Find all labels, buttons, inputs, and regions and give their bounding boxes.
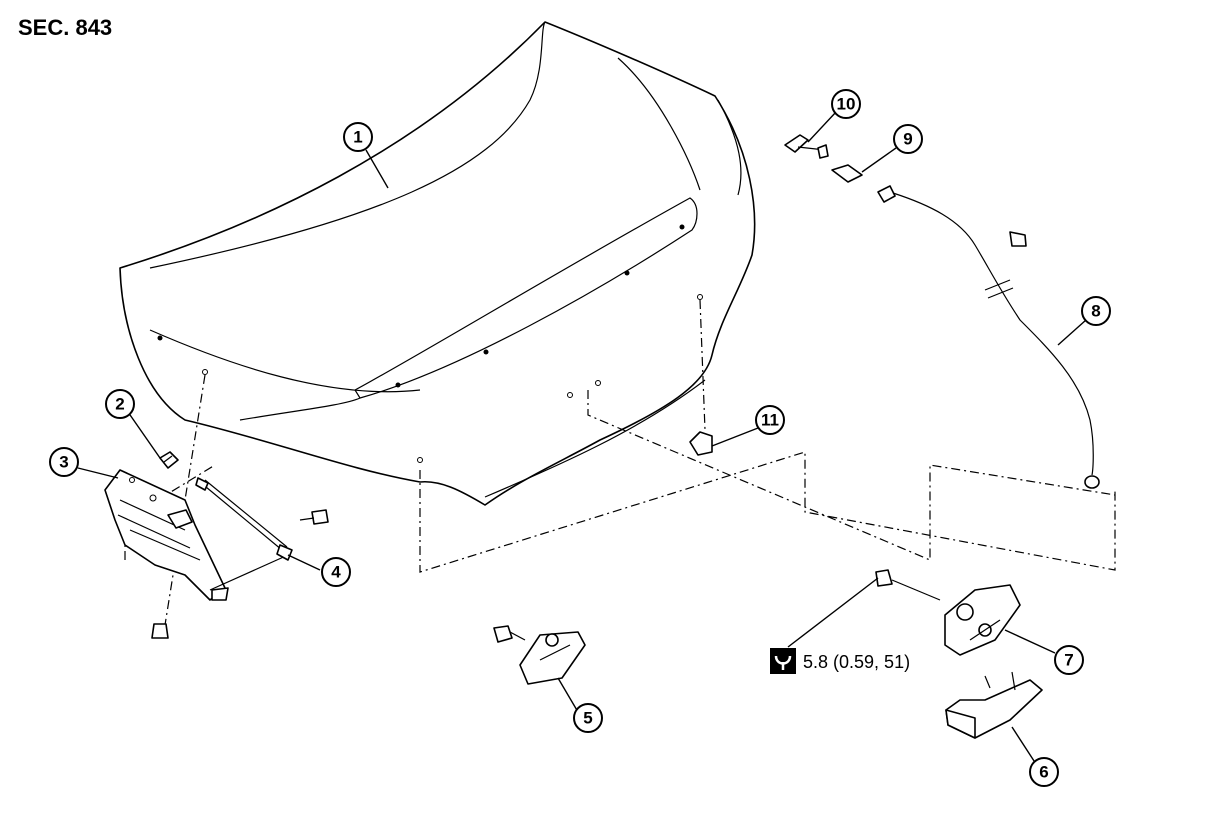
nut <box>151 623 169 639</box>
callout-6: 6 <box>1029 757 1059 787</box>
callout-2: 2 <box>105 389 135 419</box>
assembly-line-grommet <box>699 299 706 431</box>
svg-text:11: 11 <box>761 411 779 430</box>
callout-4: 4 <box>321 557 351 587</box>
cylinder-clip <box>784 134 829 159</box>
trunk-lid <box>119 21 756 506</box>
svg-text:3: 3 <box>59 453 68 472</box>
torsion-bar <box>195 477 293 601</box>
svg-text:4: 4 <box>331 563 341 582</box>
svg-text:2: 2 <box>115 395 124 414</box>
leader-lines <box>77 111 1087 765</box>
callout-9: 9 <box>893 124 923 154</box>
bolt <box>299 509 329 525</box>
torque-wrench-icon <box>770 648 796 674</box>
callout-3: 3 <box>49 447 79 477</box>
torque-value: 5.8 (0.59, 51) <box>803 652 910 672</box>
svg-text:1: 1 <box>353 128 362 147</box>
svg-text:10: 10 <box>837 95 856 114</box>
clip <box>159 451 179 469</box>
torque-spec: 5.8 (0.59, 51) <box>770 648 910 674</box>
section-title: SEC. 843 <box>18 15 112 40</box>
trunk-lid-latch <box>875 569 1021 656</box>
trunk-lid-opener-cable <box>877 185 1100 489</box>
callout-7: 7 <box>1054 645 1084 675</box>
svg-text:8: 8 <box>1091 302 1100 321</box>
svg-text:5: 5 <box>583 709 592 728</box>
assembly-line-latch <box>587 390 1116 561</box>
callout-11: 11 <box>755 405 785 435</box>
trunk-lid-striker <box>493 625 586 685</box>
grommet <box>689 431 713 456</box>
callout-5: 5 <box>573 703 603 733</box>
svg-text:9: 9 <box>903 130 912 149</box>
callout-10: 10 <box>831 89 861 119</box>
callout-8: 8 <box>1081 296 1111 326</box>
svg-text:7: 7 <box>1064 651 1073 670</box>
svg-text:6: 6 <box>1039 763 1048 782</box>
assembly-line-lid <box>419 451 1116 573</box>
pad <box>831 164 863 183</box>
latch-cover <box>945 671 1043 739</box>
assembly-line-hinge <box>164 374 206 626</box>
trunk-lid-hinge <box>104 469 226 601</box>
callout-1: 1 <box>343 122 373 152</box>
